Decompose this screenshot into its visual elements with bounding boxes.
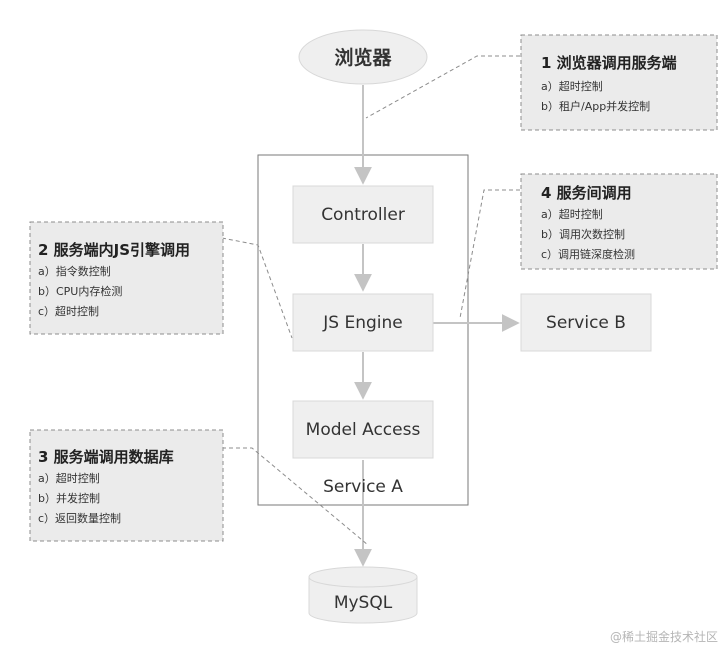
note-item: c）超时控制 <box>38 304 99 318</box>
watermark: @稀土掘金技术社区 <box>610 629 718 644</box>
note-title: 2 服务端内JS引擎调用 <box>38 241 190 259</box>
js-engine-node <box>292 293 434 352</box>
service-a-label: Service A <box>323 477 403 497</box>
browser-label: 浏览器 <box>334 46 392 69</box>
note-item: a）超时控制 <box>38 471 100 485</box>
leader-note-1 <box>365 55 520 119</box>
note-item: a）超时控制 <box>541 207 603 221</box>
service-b-node <box>520 293 652 352</box>
controller-label: Controller <box>321 205 405 225</box>
note-item: b）调用次数控制 <box>541 227 625 241</box>
note-title: 3 服务端调用数据库 <box>38 448 174 466</box>
service-b-label: Service B <box>546 313 626 333</box>
note-js-engine-calls: 2 服务端内JS引擎调用 a）指令数控制 b）CPU内存检测 c）超时控制 <box>29 221 224 335</box>
model-access-label: Model Access <box>306 420 421 440</box>
note-item: b）并发控制 <box>38 491 100 505</box>
leader-note-3 <box>222 447 369 546</box>
note-item: c）返回数量控制 <box>38 511 121 525</box>
model-access-node <box>292 400 434 459</box>
note-service-calls: 4 服务间调用 a）超时控制 b）调用次数控制 c）调用链深度检测 <box>520 173 718 270</box>
note-item: b）租户/App并发控制 <box>541 99 650 113</box>
note-item: b）CPU内存检测 <box>38 284 122 298</box>
note-title: 1 浏览器调用服务端 <box>541 54 677 72</box>
browser-node <box>298 29 428 85</box>
js-engine-label: JS Engine <box>322 313 402 333</box>
note-database-calls: 3 服务端调用数据库 a）超时控制 b）并发控制 c）返回数量控制 <box>29 429 224 542</box>
note-browser-to-server: 1 浏览器调用服务端 a）超时控制 b）租户/App并发控制 <box>520 34 718 131</box>
note-title: 4 服务间调用 <box>541 184 632 202</box>
note-item: a）指令数控制 <box>38 264 111 278</box>
leader-note-4 <box>459 189 520 319</box>
controller-node <box>292 185 434 244</box>
mysql-label: MySQL <box>334 593 393 613</box>
note-item: c）调用链深度检测 <box>541 247 635 261</box>
mysql-node <box>308 566 418 624</box>
note-item: a）超时控制 <box>541 79 603 93</box>
leader-note-2 <box>221 237 293 339</box>
